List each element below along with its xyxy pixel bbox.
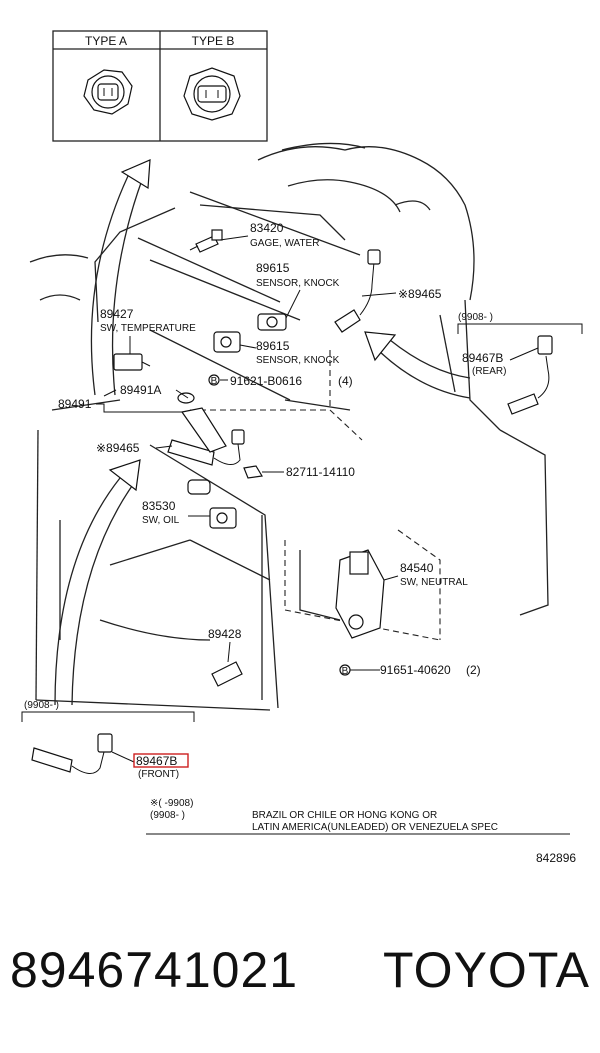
front-bracket-label: (9908- ) [24,700,59,711]
desc-83530: SW, OIL [142,515,180,526]
parts-diagram: TYPE A TYPE B [21,30,583,865]
bolt-marker-lower: B [339,664,351,677]
arrow-to-type-table [90,159,151,396]
qty-91621: (4) [338,374,353,388]
label-89615-lower: 89615 [256,339,290,353]
temperature-switch-icon [113,353,151,371]
label-89491: 89491 [58,397,92,411]
label-91651: 91651-40620 [380,663,451,677]
bolt-marker-upper: B [208,374,220,387]
label-89465-upper: ※89465 [398,287,442,301]
label-84540: 84540 [400,561,434,575]
type-table: TYPE A TYPE B [52,30,268,142]
rear-bracket-label: (9908- ) [458,312,493,323]
label-89491a: 89491A [120,383,161,397]
desc-89467b-front: (FRONT) [138,769,179,780]
clamp-icon [243,465,263,479]
leader-lines [21,235,583,835]
highlight-box [133,753,189,768]
oxygen-sensor-front-icon [31,733,113,774]
label-89615-upper: 89615 [256,261,290,275]
part-number: 8946741021 [10,942,299,998]
desc-84540: SW, NEUTRAL [400,577,468,588]
oxygen-sensor-rear-icon [507,335,553,415]
qty-91651: (2) [466,663,481,677]
label-82711: 82711-14110 [286,465,355,479]
diagram-id: 842896 [536,851,576,865]
svg-text:B: B [211,376,218,387]
label-89467b-front[interactable]: 89467B [136,754,177,768]
type-b-connector-icon [183,67,241,121]
footer: 8946741021 TOYOTA [0,905,600,1045]
note-line-2: (9908- ) [150,810,185,821]
sensor-bracket-icon [177,392,227,453]
label-83530: 83530 [142,499,176,513]
desc-89467b-rear: (REAR) [472,366,506,377]
note-line-4: LATIN AMERICA(UNLEADED) OR VENEZUELA SPE… [252,822,498,833]
desc-89615-lower: SENSOR, KNOCK [256,355,340,366]
knock-sensor-lower-icon [213,331,241,353]
note-line-3: BRAZIL OR CHILE OR HONG KONG OR [252,810,437,821]
neutral-switch-icon [335,549,385,639]
label-89465-middle: ※89465 [96,441,140,455]
oxygen-sensor-upper-icon [334,249,381,333]
oxygen-sensor-middle-icon [167,429,245,466]
label-83420: 83420 [250,221,284,235]
arrow-front-sensor [54,459,141,706]
sensor-89428-icon [211,661,243,687]
brand-name: TOYOTA [383,942,590,998]
type-a-connector-icon [83,69,133,115]
note-line-1: ※( -9908) [150,798,193,809]
desc-83420: GAGE, WATER [250,238,319,249]
label-91621: 91621-B0616 [230,374,302,388]
type-a-header: TYPE A [85,34,127,48]
knock-sensor-upper-icon [257,313,287,331]
type-b-header: TYPE B [192,34,235,48]
svg-text:B: B [342,666,349,677]
water-gauge-sensor-icon [189,229,223,253]
arrow-rear-sensor [364,331,471,399]
label-89427: 89427 [100,307,134,321]
desc-89427: SW, TEMPERATURE [100,323,196,334]
label-89467b-rear: 89467B [462,351,503,365]
oil-switch-icon [209,507,237,529]
engine-outline [29,142,549,711]
label-89428: 89428 [208,627,242,641]
gasket-icon [187,479,211,495]
desc-89615-upper: SENSOR, KNOCK [256,278,340,289]
